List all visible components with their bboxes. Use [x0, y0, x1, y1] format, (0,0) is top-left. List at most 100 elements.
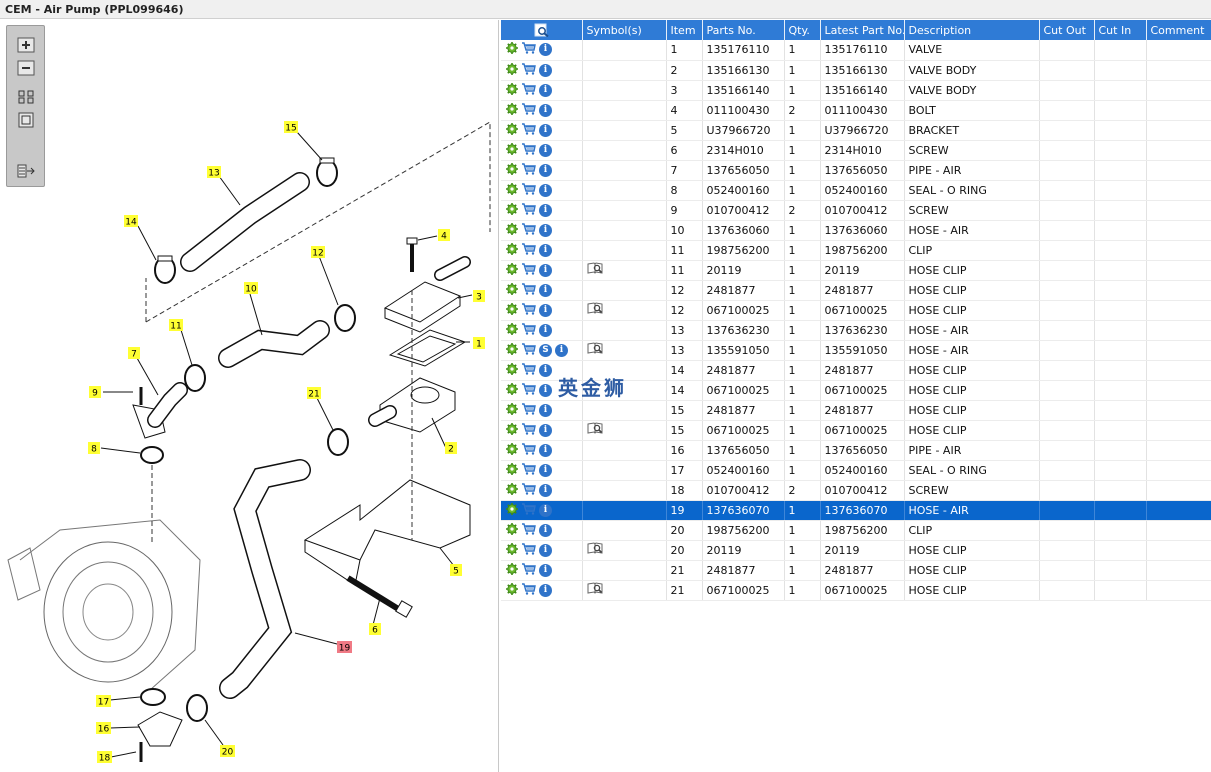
- info-icon[interactable]: i: [539, 103, 552, 117]
- gear-icon[interactable]: [506, 202, 518, 218]
- cart-icon[interactable]: [521, 122, 536, 138]
- gear-icon[interactable]: [506, 142, 518, 158]
- info-icon[interactable]: i: [539, 523, 552, 537]
- info-icon[interactable]: i: [539, 463, 552, 477]
- info-icon[interactable]: i: [539, 583, 552, 597]
- info-icon[interactable]: i: [539, 243, 552, 257]
- info-icon[interactable]: i: [539, 83, 552, 97]
- cart-icon[interactable]: [521, 242, 536, 258]
- fit-all-button[interactable]: [15, 87, 37, 107]
- column-parts-no[interactable]: Parts No.: [702, 20, 785, 40]
- column-cut-out[interactable]: Cut Out: [1039, 20, 1095, 40]
- info-icon[interactable]: i: [539, 543, 552, 557]
- column-item[interactable]: Item: [666, 20, 703, 40]
- gear-icon[interactable]: [506, 562, 518, 578]
- gear-icon[interactable]: [506, 582, 518, 598]
- gear-icon[interactable]: [506, 82, 518, 98]
- cart-icon[interactable]: [521, 442, 536, 458]
- gear-icon[interactable]: [506, 362, 518, 378]
- gear-icon[interactable]: [506, 342, 518, 358]
- callout-12[interactable]: 12: [312, 249, 323, 259]
- callout-6[interactable]: 6: [372, 626, 378, 636]
- info-icon[interactable]: i: [539, 203, 552, 217]
- book-magnifier-icon[interactable]: [587, 582, 604, 598]
- info-icon[interactable]: i: [539, 223, 552, 237]
- info-icon[interactable]: i: [539, 283, 552, 297]
- cart-icon[interactable]: [521, 522, 536, 538]
- cart-icon[interactable]: [521, 42, 536, 57]
- callout-11[interactable]: 11: [170, 322, 181, 332]
- info-icon[interactable]: i: [539, 483, 552, 497]
- zoom-out-button[interactable]: [15, 58, 37, 78]
- column-description[interactable]: Description: [904, 20, 1040, 40]
- column-latest-part-no[interactable]: Latest Part No.: [820, 20, 905, 40]
- cart-icon[interactable]: [521, 462, 536, 478]
- cart-icon[interactable]: [521, 222, 536, 238]
- gear-icon[interactable]: [506, 262, 518, 278]
- callout-3[interactable]: 3: [476, 293, 482, 303]
- cart-icon[interactable]: [521, 422, 536, 438]
- search-header[interactable]: [501, 20, 583, 40]
- cart-icon[interactable]: [521, 562, 536, 578]
- gear-icon[interactable]: [506, 62, 518, 78]
- info-icon[interactable]: i: [539, 143, 552, 157]
- info-icon[interactable]: i: [539, 423, 552, 437]
- s-symbol-icon[interactable]: S: [539, 343, 552, 357]
- gear-icon[interactable]: [506, 422, 518, 438]
- callout-8[interactable]: 8: [91, 445, 97, 455]
- column-comment[interactable]: Comment: [1146, 20, 1211, 40]
- gear-icon[interactable]: [506, 382, 518, 398]
- info-icon[interactable]: i: [555, 343, 568, 357]
- fit-window-button[interactable]: [15, 110, 37, 130]
- gear-icon[interactable]: [506, 222, 518, 238]
- gear-icon[interactable]: [506, 522, 518, 538]
- cart-icon[interactable]: [521, 262, 536, 278]
- info-icon[interactable]: i: [539, 363, 552, 377]
- callout-9[interactable]: 9: [92, 389, 98, 399]
- info-icon[interactable]: i: [539, 163, 552, 177]
- info-icon[interactable]: i: [539, 403, 552, 417]
- callout-18[interactable]: 18: [99, 754, 111, 764]
- info-icon[interactable]: i: [539, 263, 552, 277]
- callout-17[interactable]: 17: [98, 698, 109, 708]
- gear-icon[interactable]: [506, 102, 518, 118]
- info-icon[interactable]: i: [539, 183, 552, 197]
- gear-icon[interactable]: [506, 282, 518, 298]
- gear-icon[interactable]: [506, 122, 518, 138]
- cart-icon[interactable]: [521, 482, 536, 498]
- gear-icon[interactable]: [506, 462, 518, 478]
- info-icon[interactable]: i: [539, 503, 552, 517]
- gear-icon[interactable]: [506, 402, 518, 418]
- column-symbols[interactable]: Symbol(s): [582, 20, 667, 40]
- info-icon[interactable]: i: [539, 123, 552, 137]
- callout-4[interactable]: 4: [441, 232, 447, 242]
- info-icon[interactable]: i: [539, 43, 552, 57]
- cart-icon[interactable]: [521, 82, 536, 98]
- cart-icon[interactable]: [521, 302, 536, 318]
- info-icon[interactable]: i: [539, 563, 552, 577]
- cart-icon[interactable]: [521, 342, 536, 358]
- gear-icon[interactable]: [506, 162, 518, 178]
- callout-20[interactable]: 20: [222, 748, 234, 758]
- book-magnifier-icon[interactable]: [587, 342, 604, 358]
- zoom-in-button[interactable]: [15, 35, 37, 55]
- cart-icon[interactable]: [521, 382, 536, 398]
- gear-icon[interactable]: [506, 302, 518, 318]
- info-icon[interactable]: i: [539, 303, 552, 317]
- callout-13[interactable]: 13: [208, 169, 219, 179]
